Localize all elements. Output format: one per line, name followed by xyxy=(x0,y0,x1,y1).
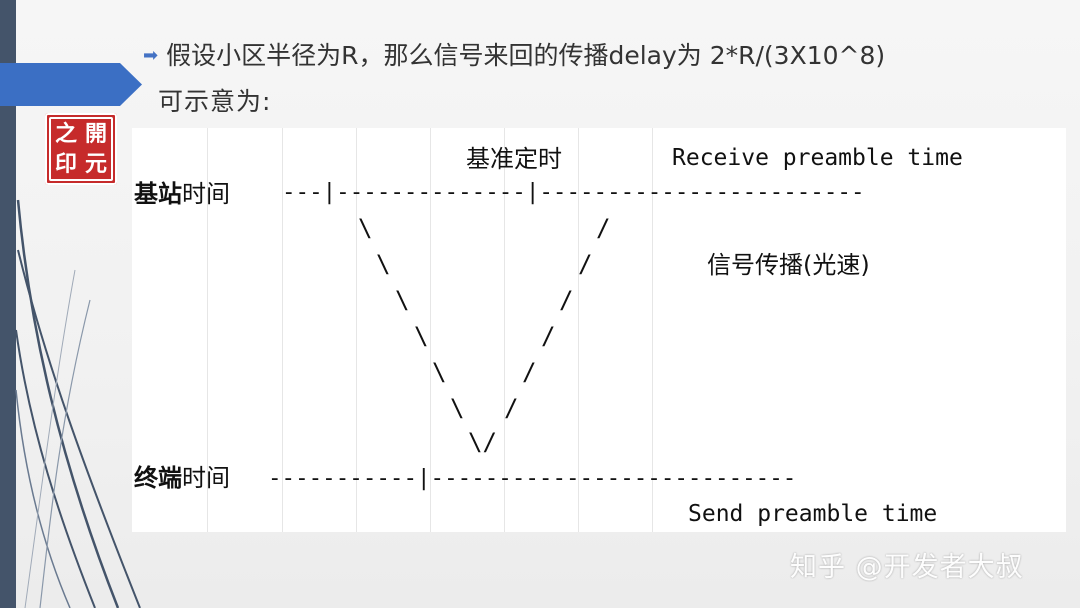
bullet-text: ➡ 假设小区半径为R，那么信号来回的传播delay为 2*R/(3X10^8) xyxy=(143,36,885,72)
v-right-stroke: / xyxy=(596,214,611,242)
ue-time-label: 终端时间 xyxy=(134,458,230,493)
seal-char: 之 xyxy=(54,121,77,147)
bs-time-label-bold: 基站 xyxy=(134,180,182,208)
seal-char: 開 xyxy=(84,121,107,147)
bs-timeline: ---|--------------|---------------------… xyxy=(282,179,865,205)
v-left-stroke: \ xyxy=(358,214,373,242)
bs-time-label-rest: 时间 xyxy=(182,180,230,208)
grid-line xyxy=(652,128,653,532)
seal-char: 印 xyxy=(54,151,77,177)
seal-char: 元 xyxy=(84,151,107,177)
ue-time-label-bold: 终端 xyxy=(134,464,182,492)
grid-line xyxy=(207,128,208,532)
grid-line xyxy=(504,128,505,532)
v-right-stroke: / xyxy=(541,322,556,350)
seal-logo: 之 開 印 元 xyxy=(45,113,117,185)
ue-timeline: -----------|--------------------------- xyxy=(268,465,797,491)
grid-line xyxy=(356,128,357,532)
v-left-stroke: \ xyxy=(432,358,447,386)
sub-text: 可示意为: xyxy=(158,87,272,116)
v-right-stroke: / xyxy=(578,250,593,278)
base-timing-label: 基准定时 xyxy=(466,145,562,173)
v-right-stroke: / xyxy=(504,394,519,422)
bs-time-label: 基站时间 xyxy=(134,174,230,209)
v-bottom-stroke: \/ xyxy=(468,428,497,456)
timing-diagram: 基准定时 Receive preamble time 基站时间 ---|----… xyxy=(132,128,1066,532)
decorative-curves xyxy=(15,199,141,608)
v-left-stroke: \ xyxy=(376,250,391,278)
v-left-stroke: \ xyxy=(414,322,429,350)
receive-preamble-label: Receive preamble time xyxy=(672,145,963,171)
v-right-stroke: / xyxy=(559,286,574,314)
v-right-stroke: / xyxy=(522,358,537,386)
watermark: 知乎 @开发者大叔 xyxy=(790,552,1024,583)
v-left-stroke: \ xyxy=(395,286,410,314)
grid-line xyxy=(430,128,431,532)
propagation-label: 信号传播(光速) xyxy=(707,251,870,279)
grid-line xyxy=(282,128,283,532)
left-sidebar-bar xyxy=(0,0,16,608)
send-preamble-label: Send preamble time xyxy=(688,501,938,527)
grid-line xyxy=(578,128,579,532)
bullet-text-content: 假设小区半径为R，那么信号来回的传播delay为 2*R/(3X10^8) xyxy=(166,41,886,70)
bullet-arrow-icon: ➡ xyxy=(143,45,159,66)
v-left-stroke: \ xyxy=(450,394,465,422)
title-arrow-tab xyxy=(0,63,142,106)
ue-time-label-rest: 时间 xyxy=(182,464,230,492)
